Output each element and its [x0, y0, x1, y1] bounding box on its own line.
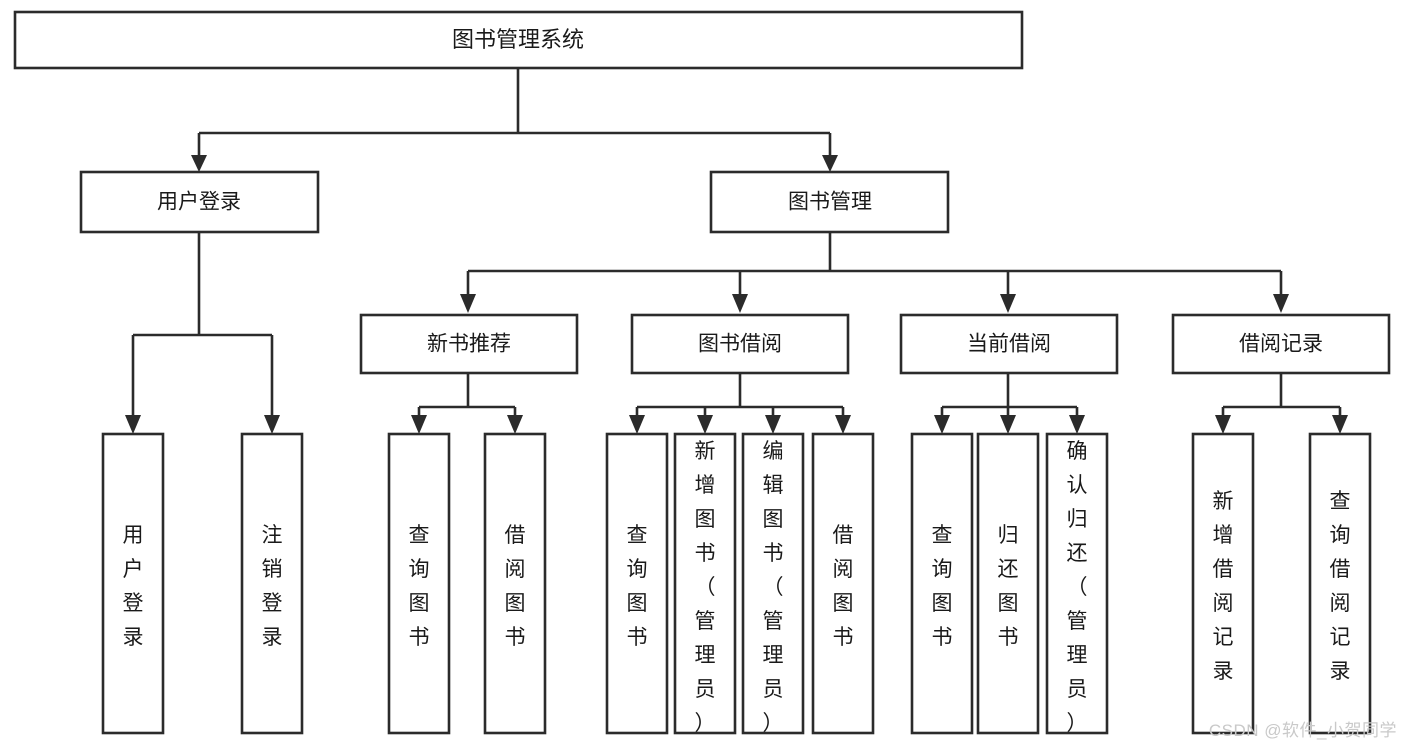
leaf-add-book-admin-label: 新增图书（管理员）	[695, 440, 716, 735]
node-borrow-record-box[interactable]	[1171, 313, 1391, 375]
arrow-head-new-book-recommend	[460, 294, 476, 313]
leaf-add-borrow-record-label: 新增借阅记录	[1213, 490, 1234, 683]
arrow-head-leaf-query-book-3	[934, 415, 950, 434]
leaf-query-book-1-label: 查询图书	[409, 524, 430, 649]
leaf-query-book-1-box[interactable]	[387, 432, 451, 735]
leaf-add-borrow-record-box[interactable]	[1191, 432, 1255, 735]
arrow-head-book-borrow	[732, 294, 748, 313]
arrow-head-leaf-query-book-1	[411, 415, 427, 434]
leaf-confirm-return-admin-label: 确认归还（管理员）	[1067, 440, 1088, 735]
leaf-query-borrow-record[interactable]: 查询借阅记录	[1308, 432, 1372, 735]
node-book-borrow-label: 图书借阅	[698, 333, 782, 356]
leaf-return-book[interactable]: 归还图书	[976, 432, 1040, 735]
arrow-head-leaf-edit-book-admin	[765, 415, 781, 434]
node-root-label: 图书管理系统	[452, 27, 584, 52]
node-root[interactable]: 图书管理系统	[13, 10, 1024, 70]
arrow-head-leaf-query-borrow-record	[1332, 415, 1348, 434]
node-book-management-box[interactable]	[709, 170, 950, 234]
arrow-head-leaf-return-book	[1000, 415, 1016, 434]
node-new-book-recommend-box[interactable]	[359, 313, 579, 375]
arrow-head-leaf-borrow-book-1	[507, 415, 523, 434]
leaf-query-borrow-record-label: 查询借阅记录	[1330, 490, 1351, 683]
arrow-head-leaf-borrow-book-2	[835, 415, 851, 434]
leaf-query-book-2-box[interactable]	[605, 432, 669, 735]
leaf-logout-login[interactable]: 注销登录	[240, 432, 304, 735]
node-user-login-box[interactable]	[79, 170, 320, 234]
arrow-head-leaf-confirm-return-admin	[1069, 415, 1085, 434]
node-book-borrow[interactable]: 图书借阅	[630, 313, 850, 375]
node-borrow-record[interactable]: 借阅记录	[1171, 313, 1391, 375]
leaf-query-book-3-box[interactable]	[910, 432, 974, 735]
leaf-borrow-book-2[interactable]: 借阅图书	[811, 432, 875, 735]
node-user-login[interactable]: 用户登录	[79, 170, 320, 234]
arrow-head-leaf-user-login	[125, 415, 141, 434]
leaf-confirm-return-admin[interactable]: 确认归还（管理员）	[1045, 432, 1109, 735]
leaf-logout-login-label: 注销登录	[262, 524, 283, 649]
leaf-query-book-1[interactable]: 查询图书	[387, 432, 451, 735]
leaf-borrow-book-1-box[interactable]	[483, 432, 547, 735]
arrow-head-leaf-add-book-admin	[697, 415, 713, 434]
leaf-edit-book-admin-label: 编辑图书（管理员）	[763, 440, 784, 735]
leaf-query-book-3[interactable]: 查询图书	[910, 432, 974, 735]
arrow-head-leaf-add-borrow-record	[1215, 415, 1231, 434]
leaf-user-login-label: 用户登录	[123, 524, 144, 649]
leaf-logout-login-box[interactable]	[240, 432, 304, 735]
arrow-head-borrow-record	[1273, 294, 1289, 313]
node-user-login-label: 用户登录	[157, 191, 241, 214]
node-new-book-recommend[interactable]: 新书推荐	[359, 313, 579, 375]
node-borrow-record-label: 借阅记录	[1239, 333, 1323, 356]
leaf-borrow-book-1-label: 借阅图书	[505, 524, 526, 649]
leaf-add-borrow-record[interactable]: 新增借阅记录	[1191, 432, 1255, 735]
leaf-query-book-2-label: 查询图书	[627, 524, 648, 649]
node-current-borrow[interactable]: 当前借阅	[899, 313, 1119, 375]
arrow-head-book-management	[822, 155, 838, 172]
leaf-edit-book-admin[interactable]: 编辑图书（管理员）	[741, 432, 805, 735]
node-new-book-recommend-label: 新书推荐	[427, 333, 511, 356]
leaf-edit-book-admin-box[interactable]	[741, 432, 805, 735]
leaf-return-book-box[interactable]	[976, 432, 1040, 735]
leaf-user-login-box[interactable]	[101, 432, 165, 735]
node-root-box[interactable]	[13, 10, 1024, 70]
leaf-borrow-book-2-label: 借阅图书	[833, 524, 854, 649]
node-book-management-label: 图书管理	[788, 191, 872, 214]
arrow-head-current-borrow	[1000, 294, 1016, 313]
leaf-user-login[interactable]: 用户登录	[101, 432, 165, 735]
leaf-query-book-3-label: 查询图书	[932, 524, 953, 649]
node-current-borrow-label: 当前借阅	[967, 333, 1051, 356]
leaf-query-borrow-record-box[interactable]	[1308, 432, 1372, 735]
leaf-query-book-2[interactable]: 查询图书	[605, 432, 669, 735]
leaf-return-book-label: 归还图书	[998, 524, 1019, 649]
node-book-management[interactable]: 图书管理	[709, 170, 950, 234]
connector-layer	[125, 68, 1348, 434]
arrow-head-leaf-logout-login	[264, 415, 280, 434]
node-current-borrow-box[interactable]	[899, 313, 1119, 375]
leaf-borrow-book-2-box[interactable]	[811, 432, 875, 735]
arrow-head-leaf-query-book-2	[629, 415, 645, 434]
node-book-borrow-box[interactable]	[630, 313, 850, 375]
leaf-add-book-admin[interactable]: 新增图书（管理员）	[673, 432, 737, 735]
leaf-confirm-return-admin-box[interactable]	[1045, 432, 1109, 735]
arrow-head-user-login	[191, 155, 207, 172]
leaf-borrow-book-1[interactable]: 借阅图书	[483, 432, 547, 735]
leaf-add-book-admin-box[interactable]	[673, 432, 737, 735]
